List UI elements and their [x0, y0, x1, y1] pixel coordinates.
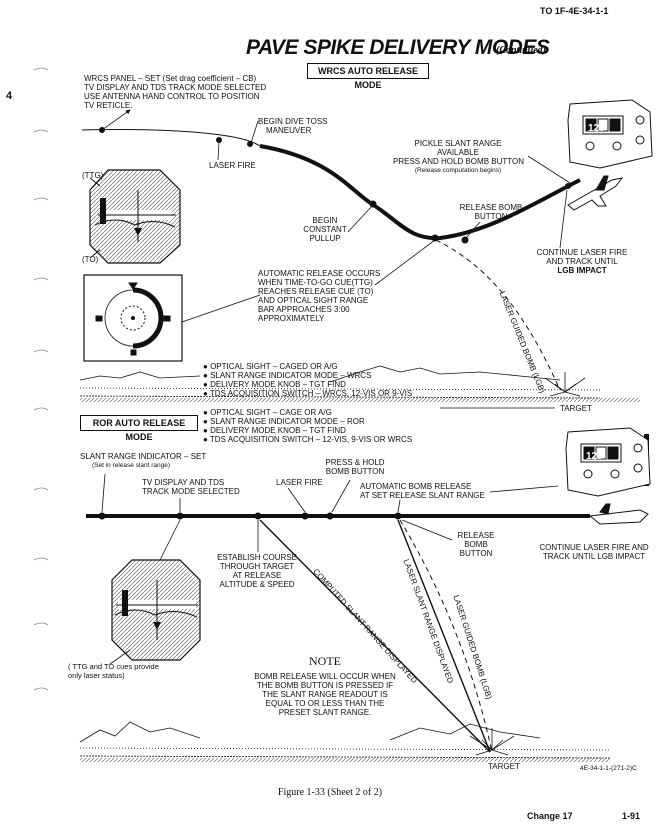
ror-setup-item: ● SLANT RANGE INDICATOR MODE – ROR: [203, 417, 365, 426]
ror-setup-list: ● OPTICAL SIGHT – CAGE OR A/G ● SLANT RA…: [203, 408, 412, 444]
ror-setup-item: ● DELIVERY MODE KNOB – TGT FIND: [203, 426, 346, 435]
wrcs-lgb-trajectory: [435, 239, 561, 391]
ror-leader-lines: [101, 473, 559, 561]
ror-aircraft-icon: [588, 503, 649, 525]
ror-setup-item: ● OPTICAL SIGHT – CAGE OR A/G: [203, 408, 332, 417]
optical-sight-reticle: [83, 274, 183, 362]
wrcs-setup-item: ● TDS ACQUISITION SWITCH – WRCS, 12-VIS …: [203, 389, 413, 398]
ttg-label: (TTG): [82, 171, 104, 180]
ror-impact-burst: [469, 728, 515, 756]
wrcs-setup-item: ● DELIVERY MODE KNOB – TGT FIND: [203, 380, 346, 389]
note-title: NOTE: [309, 654, 341, 668]
page-title: PAVE SPIKE DELIVERY MODES: [246, 36, 550, 59]
wrcs-indicator-readout: 123: [588, 123, 605, 134]
ror-tv-display: [111, 559, 201, 661]
ror-indicator-readout: 123: [586, 451, 603, 462]
page-marker: 4: [6, 90, 13, 102]
ror-slant-lines: [259, 519, 493, 753]
figure-caption: Figure 1-33 (Sheet 2 of 2): [277, 787, 383, 798]
ror-laser-fire-label: LASER FIRE: [276, 478, 323, 487]
reticle-leader: [181, 294, 261, 323]
ror-terrain: [79, 721, 611, 762]
to-label: (TO): [82, 255, 99, 264]
figure-code: 4E-34-1-1-(271-2)C: [580, 765, 637, 772]
wrcs-mode-box: WRCS AUTO RELEASE MODE: [307, 63, 429, 90]
ror-slant-range-indicator: [565, 427, 651, 497]
ror-mode-box: ROR AUTO RELEASE MODE: [80, 415, 198, 442]
ror-target-label: TARGET: [488, 762, 520, 771]
wrcs-target-label: TARGET: [560, 404, 592, 413]
ror-setup-item: ● TDS ACQUISITION SWITCH – 12-VIS, 9-VIS…: [203, 435, 413, 444]
document-id: TO 1F-4E-34-1-1: [540, 6, 609, 16]
wrcs-aircraft-icon: [567, 175, 624, 211]
wrcs-setup-item: ● OPTICAL SIGHT – CAGED OR A/G: [203, 362, 338, 371]
wrcs-panel-set-label: WRCS PANEL – SET (Set drag coefficient –…: [84, 74, 267, 110]
wrcs-laser-fire-label: LASER FIRE: [209, 161, 256, 170]
page-title-continued: (Continued): [496, 45, 547, 56]
slant-range-set-label: SLANT RANGE INDICATOR – SET(Set in relea…: [80, 452, 207, 469]
wrcs-setup-list: ● OPTICAL SIGHT – CAGED OR A/G ● SLANT R…: [203, 362, 412, 398]
wrcs-impact-burst: [544, 372, 586, 397]
wrcs-terrain: [79, 365, 640, 402]
wrcs-leader-lines: [101, 109, 571, 286]
page-number: 1-91: [622, 811, 641, 821]
wrcs-tv-display: [89, 169, 181, 264]
margin-marks: [33, 67, 49, 691]
ror-flight-path: [86, 512, 590, 520]
cue-note-leader: [109, 649, 131, 665]
change-number: Change 17: [527, 811, 573, 821]
wrcs-setup-item: ● SLANT RANGE INDICATOR MODE – WRCS: [203, 371, 372, 380]
wrcs-slant-range-indicator: [567, 99, 653, 169]
